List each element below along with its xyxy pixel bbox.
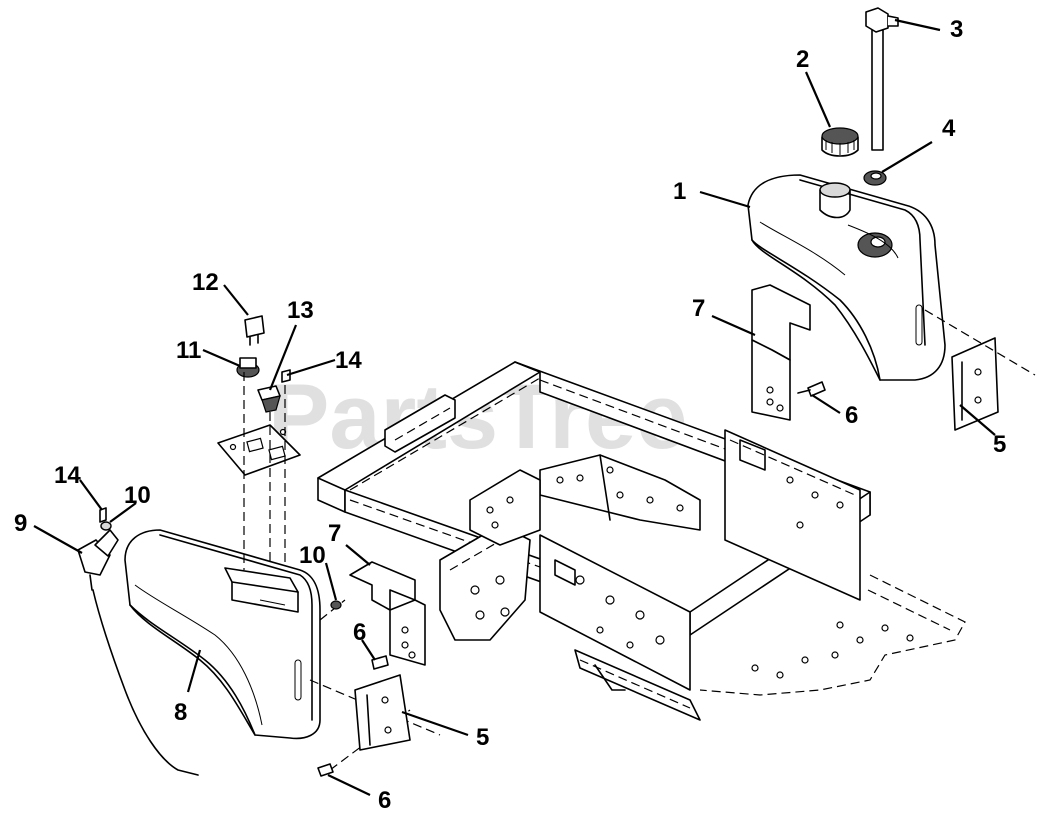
grommet: [863, 170, 887, 186]
ignition-switch: [236, 357, 260, 378]
key: [244, 315, 265, 346]
callout-9: 9: [14, 510, 27, 537]
bolt-lower: [317, 763, 334, 777]
vent-tube: [865, 7, 899, 151]
callout-3: 3: [950, 16, 963, 43]
callout-13: 13: [287, 297, 314, 324]
callout-11: 11: [176, 337, 201, 364]
callout-6-lower: 6: [378, 787, 391, 814]
tank-strap-upper: [951, 337, 999, 431]
callout-6-middle: 6: [353, 619, 366, 646]
callout-7-lower: 7: [328, 520, 341, 547]
nut-left: [100, 521, 112, 531]
callout-6-upper: 6: [845, 402, 858, 429]
chassis-frame: [317, 361, 966, 721]
callout-5-lower: 5: [476, 724, 489, 751]
callout-leaders: [33, 18, 996, 796]
callout-10-right: 10: [299, 542, 326, 569]
switch-plate: [217, 424, 301, 476]
light-assembly: [257, 385, 281, 413]
fuel-tank-left: [124, 529, 321, 740]
fuel-valve: [77, 529, 199, 776]
callout-14-upper: 14: [335, 347, 362, 374]
tank-bracket-lower: [349, 561, 426, 666]
callout-1: 1: [673, 178, 686, 205]
callout-labels: 1 2 3 4 5 5 6 6 6 7 7 8 9 10 10 11 12 13…: [14, 16, 1006, 814]
callout-12: 12: [192, 269, 219, 296]
callout-5-upper: 5: [993, 431, 1006, 458]
fuel-cap: [821, 127, 859, 157]
bolt-middle: [371, 655, 389, 670]
callout-8: 8: [174, 699, 187, 726]
screw-upper: [281, 369, 291, 383]
callout-4: 4: [942, 115, 956, 142]
callout-14-lower: 14: [54, 462, 81, 489]
callout-2: 2: [796, 46, 809, 73]
screw-lower: [99, 507, 107, 523]
tank-bracket-upper: [751, 284, 811, 421]
tank-strap-lower: [354, 674, 411, 751]
fuel-tank-right: [747, 174, 946, 381]
callout-7-upper: 7: [692, 295, 705, 322]
callout-10-left: 10: [124, 482, 151, 509]
bolt-upper: [797, 381, 826, 397]
nut-right: [330, 600, 342, 610]
